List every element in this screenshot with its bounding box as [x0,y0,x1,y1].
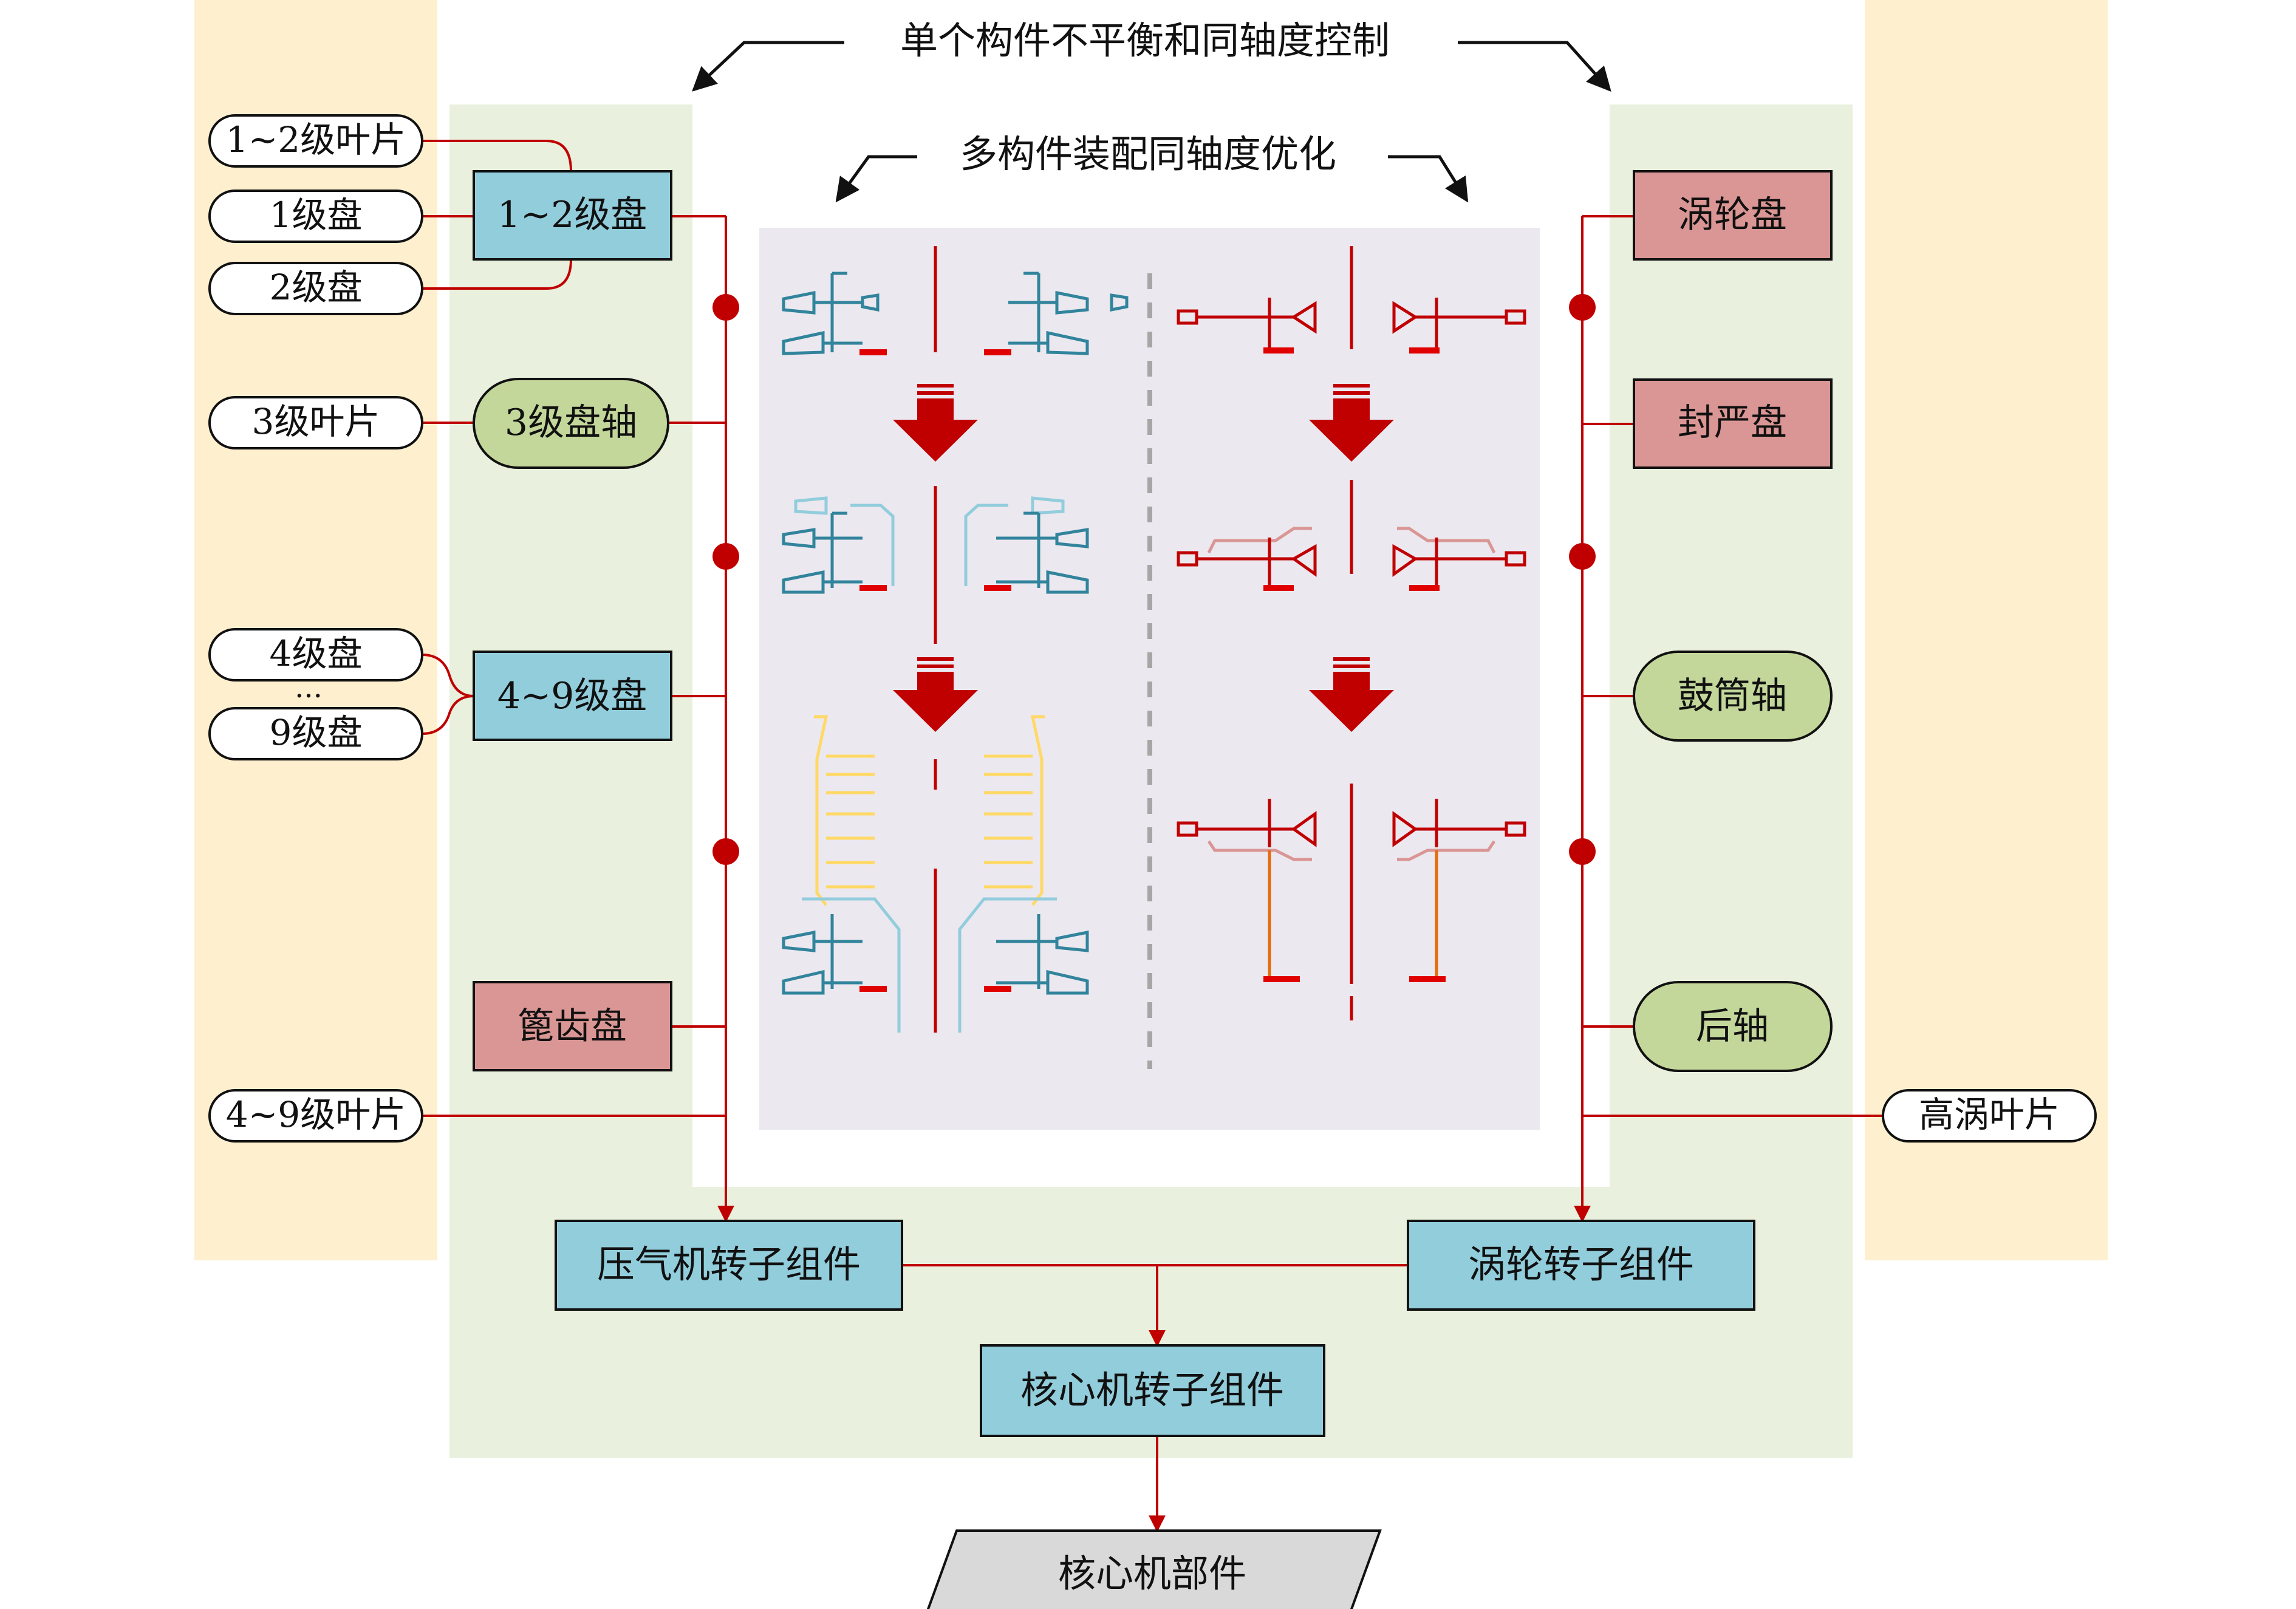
box-label: 1~2级盘 [497,194,647,236]
bus-junction-dot [1569,543,1596,570]
process-arrow [1309,657,1394,732]
bus-junction-dot [712,543,739,570]
box-label: 涡轮转子组件 [1468,1242,1694,1286]
process-arrow [893,384,978,462]
top-title: 单个构件不平衡和同轴度控制 [900,18,1390,63]
bus-junction-dot [712,294,739,321]
top-title-right-arrow [1458,41,1611,92]
box-label: 鼓筒轴 [1678,675,1787,717]
middle-title: 多构件装配同轴度优化 [960,132,1336,176]
box-label: 涡轮盘 [1678,194,1787,236]
bus-junction-dot [1569,294,1596,321]
box-label: 核心机部件 [1058,1551,1246,1596]
pill-label: 1~2级叶片 [226,119,406,160]
pill-blade-4-9[interactable]: 4~9级叶片 [208,1089,423,1143]
left-connectors [422,140,726,1117]
pill-label: 2级盘 [270,267,363,308]
pill-label: 4级盘 [270,633,363,674]
box-curvic-disk[interactable]: 篦齿盘 [473,981,672,1071]
pill-label: 9级盘 [270,712,363,753]
pill-blade-3[interactable]: 3级叶片 [208,396,423,449]
box-drum-shaft[interactable]: 鼓筒轴 [1633,651,1833,742]
box-disk-shaft-3[interactable]: 3级盘轴 [473,378,669,469]
bus-junction-dot [1569,838,1596,865]
box-seal-disk[interactable]: 封严盘 [1633,378,1833,469]
box-turbine-disk[interactable]: 涡轮盘 [1633,170,1833,261]
top-title-left-arrow [692,41,844,92]
box-label: 篦齿盘 [518,1005,627,1048]
box-turbine-rotor[interactable]: 涡轮转子组件 [1407,1220,1755,1311]
box-label: 压气机转子组件 [597,1242,861,1286]
box-label: 3级盘轴 [505,401,637,444]
box-rear-shaft[interactable]: 后轴 [1633,981,1833,1072]
box-label: 封严盘 [1678,401,1787,444]
right-parts-panel [1865,0,2108,1260]
pill-ellipsis: ... [295,671,323,705]
pill-disk-1[interactable]: 1级盘 [208,190,423,243]
box-label: 后轴 [1696,1005,1769,1048]
box-label: 4~9级盘 [497,675,647,717]
pill-disk-4[interactable]: 4级盘 [208,628,423,682]
box-disk-1-2[interactable]: 1~2级盘 [473,170,672,261]
box-core-rotor[interactable]: 核心机转子组件 [980,1344,1325,1437]
process-arrow [1309,384,1394,462]
box-disk-4-9[interactable]: 4~9级盘 [473,651,672,741]
pill-blade-1-2[interactable]: 1~2级叶片 [208,114,423,168]
box-compressor-rotor[interactable]: 压气机转子组件 [555,1220,903,1311]
compressor-assembly-illustration [782,246,1129,1033]
pill-disk-9[interactable]: 9级盘 [208,707,423,760]
middle-title-left-arrow [835,155,917,203]
pill-disk-2[interactable]: 2级盘 [208,262,423,315]
pill-label: 4~9级叶片 [226,1094,406,1135]
box-label: 核心机转子组件 [1020,1368,1284,1412]
turbine-assembly-illustration [1177,246,1526,1020]
process-arrow [893,657,978,732]
middle-title-right-arrow [1388,155,1469,203]
pill-hp-turbine-blade[interactable]: 高涡叶片 [1882,1089,2097,1143]
pill-label: 高涡叶片 [1919,1094,2060,1135]
pill-label: 3级叶片 [252,401,380,442]
pill-label: 1级盘 [270,194,363,236]
right-connectors [1582,215,1883,1117]
bus-junction-dot [712,838,739,865]
box-core-part[interactable]: 核心机部件 [925,1529,1382,1609]
